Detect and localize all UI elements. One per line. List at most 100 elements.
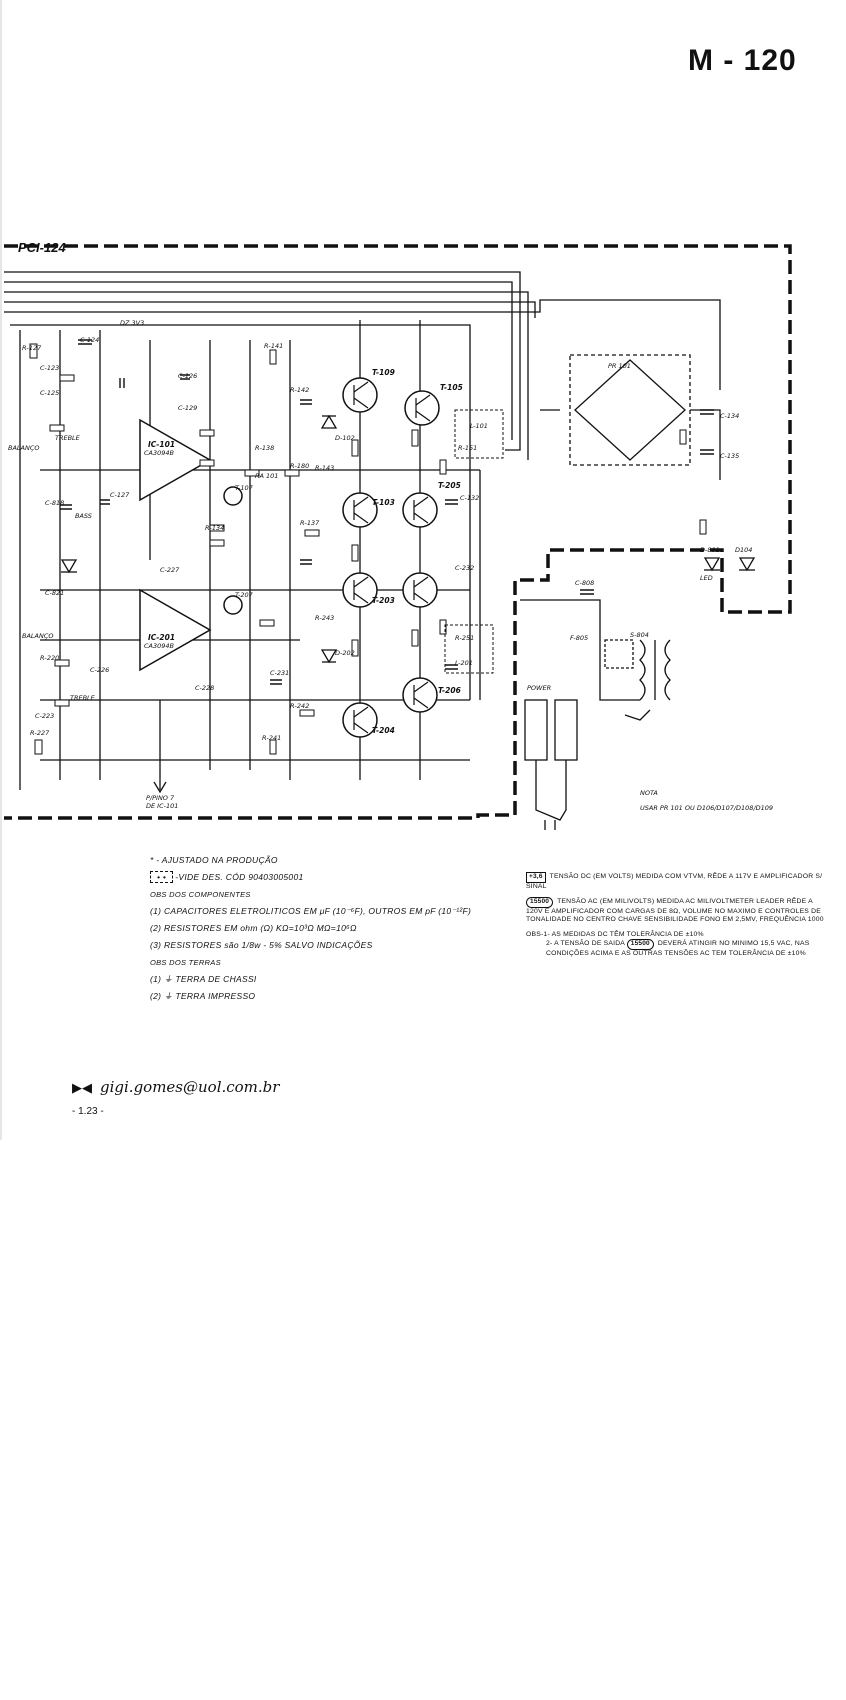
label-led: LED — [700, 574, 713, 582]
label-ic201-part: CA3094B — [144, 642, 175, 650]
note-obs2-a: 2- A TENSÃO DE SAIDA — [546, 940, 625, 947]
label-t204: T-204 — [372, 726, 395, 735]
label-l201: L-201 — [455, 659, 473, 667]
label-power: POWER — [527, 684, 551, 692]
note-obs1: OBS-1- AS MEDIDAS DC TÊM TOLERÂNCIA DE ±… — [526, 930, 704, 938]
legend-capacitors: (1) CAPACITORES ELETROLITICOS EM μF (10⁻… — [150, 906, 472, 916]
label-c223: C-223 — [35, 712, 54, 720]
ic-101-symbol — [139, 418, 212, 502]
legend-resistors-units: (2) RESISTORES EM ohm (Ω) KΩ=10³Ω MΩ=10⁶… — [150, 923, 357, 933]
pin-arrow — [153, 700, 167, 794]
label-c808: C-808 — [575, 579, 594, 587]
label-ic201: IC-201 — [148, 633, 175, 642]
label-t207: T-207 — [235, 591, 254, 599]
page-title: M - 120 — [688, 44, 797, 77]
label-pin7-b: DE IC-101 — [146, 802, 178, 810]
label-pin7-a: P/PINO 7 — [146, 794, 175, 802]
bridge-rectifier — [540, 354, 721, 480]
email-signature: ▶◀gigi.gomes@uol.com.br — [72, 1078, 280, 1096]
legend-obs-components: OBS DOS COMPONENTES — [150, 890, 251, 899]
legend-ground-printed: (2) ⏚ TERRA IMPRESSO — [150, 991, 256, 1001]
label-ra101: RA 101 — [255, 472, 278, 480]
label-f805: F-805 — [570, 634, 588, 642]
label-c123: C-123 — [40, 364, 59, 372]
label-c128: C-818 — [45, 499, 64, 507]
legend-adjusted: * - AJUSTADO NA PRODUÇÃO — [150, 855, 278, 865]
label-t107: T-107 — [235, 484, 254, 492]
label-t206: T-206 — [438, 686, 461, 695]
note-obs2-b: DEVERÁ ATINGIR NO MINIMO 15,5 VAC, NAS C… — [546, 940, 810, 957]
legend-block: * - AJUSTADO NA PRODUÇÃO • •-VIDE DES. C… — [150, 852, 530, 1005]
label-c132: C-132 — [460, 494, 479, 502]
label-r137: R-137 — [300, 519, 320, 527]
label-c821: C-821 — [45, 589, 64, 597]
label-d202: D-202 — [335, 649, 355, 657]
label-c226: C-226 — [90, 666, 109, 674]
diode-symbols — [60, 414, 756, 664]
label-t105: T-105 — [440, 383, 463, 392]
label-r243: R-243 — [315, 614, 334, 622]
board-label: PCI-124 — [18, 240, 66, 255]
chassis-boundary — [4, 244, 792, 820]
label-c134: C-134 — [720, 412, 739, 420]
note-dc-text: TENSÃO DC (EM VOLTS) MEDIDA COM VTVM, RÊ… — [526, 873, 823, 890]
label-r251: R-251 — [455, 634, 474, 642]
label-r127: R-127 — [22, 344, 42, 352]
label-balanco-top: BALANÇO — [8, 444, 40, 452]
label-c231: C-231 — [270, 669, 289, 677]
label-r134: R-134 — [205, 524, 224, 532]
legend-vide-text: -VIDE DES. CÓD 90403005001 — [175, 872, 304, 882]
label-r227: R-227 — [30, 729, 50, 737]
label-r142: R-142 — [290, 386, 309, 394]
label-r241: R-241 — [262, 734, 281, 742]
note-ac-text: TENSÃO AC (EM MILIVOLTS) MEDIDA AC MILIV… — [526, 898, 824, 923]
label-bass: BASS — [75, 512, 92, 520]
label-ic101: IC-101 — [148, 440, 175, 449]
output-transistors — [223, 377, 440, 738]
ac-badge: 15500 — [526, 897, 554, 908]
label-c126: C-126 — [178, 372, 197, 380]
label-d104: D104 — [735, 546, 752, 554]
scan-edge-line — [0, 0, 2, 1140]
label-c228: C-228 — [195, 684, 214, 692]
label-ic101-part: CA3094B — [144, 449, 175, 457]
capacitor-symbols — [60, 339, 714, 685]
label-c232: C-232 — [455, 564, 474, 572]
output-inductors — [444, 409, 504, 674]
legend-resistors-power: (3) RESISTORES são 1/8w - 5% SALVO INDIC… — [150, 940, 373, 950]
email-text: gigi.gomes@uol.com.br — [100, 1078, 280, 1096]
label-t109: T-109 — [372, 368, 395, 377]
label-r220: R-220 — [40, 654, 59, 662]
obs2-badge: 15500 — [626, 939, 654, 950]
label-balanco-bot: BALANÇO — [22, 632, 54, 640]
label-r151: R-151 — [458, 444, 477, 452]
transistor-internals — [353, 381, 431, 734]
label-r143: R-143 — [315, 464, 334, 472]
label-treble-bot: TREBLE — [70, 694, 96, 702]
legend-vide: • •-VIDE DES. CÓD 90403005001 — [150, 869, 530, 886]
board-wiring — [4, 271, 721, 790]
ic-201-symbol — [139, 588, 212, 672]
label-r141: R-141 — [264, 342, 283, 350]
label-dz: DZ 3V3 — [120, 319, 144, 327]
label-pr101: PR 101 — [608, 362, 631, 370]
page-number: - 1.23 - — [72, 1106, 104, 1117]
label-l101: L-101 — [470, 422, 488, 430]
label-c127: C-127 — [110, 491, 130, 499]
label-c227: C-227 — [160, 566, 180, 574]
resistor-symbols — [29, 343, 707, 755]
component-labels: R-127 C-123 C-125 C-124 DZ 3V3 TREBLE BA… — [8, 319, 773, 812]
label-r242: R-242 — [290, 702, 309, 710]
label-c135: C-135 — [720, 452, 739, 460]
label-c129: C-129 — [178, 404, 197, 412]
label-d102: D-102 — [335, 434, 355, 442]
legend-obs-terras: OBS DOS TERRAS — [150, 958, 221, 967]
label-nota: NOTA — [640, 789, 658, 797]
legend-ground-chassis: (1) ⏚ TERRA DE CHASSI — [150, 974, 257, 984]
dc-badge: +3,6 — [526, 872, 546, 883]
label-c125: C-125 — [40, 389, 59, 397]
